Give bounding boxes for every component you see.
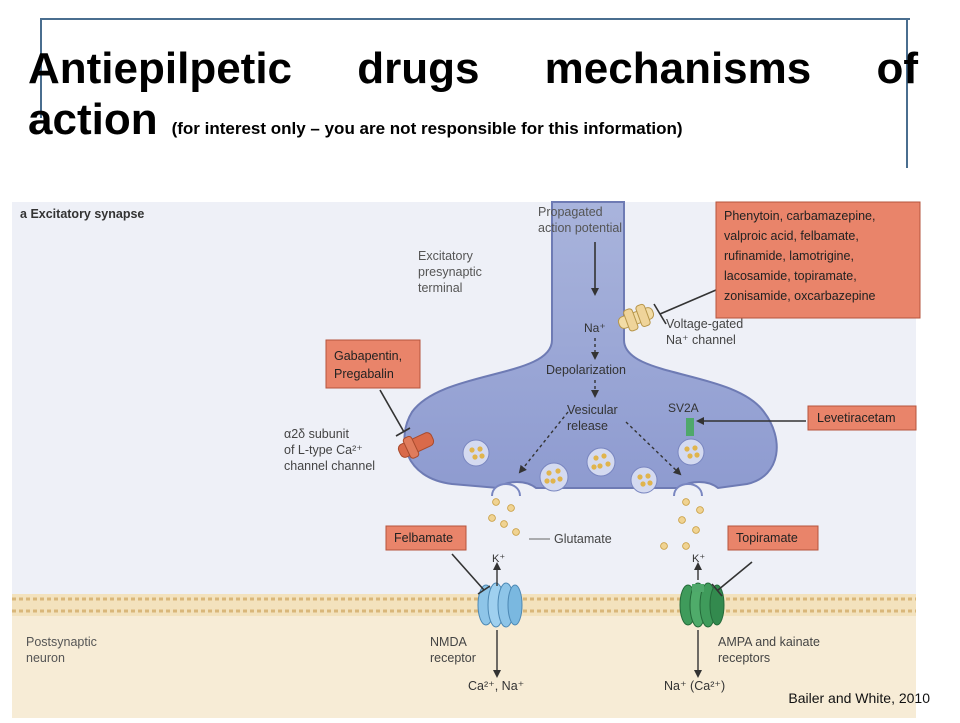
gabapentin-label: Gabapentin,Pregabalin	[334, 349, 402, 381]
title-word: mechanisms	[544, 44, 812, 93]
levetiracetam-box	[807, 405, 917, 431]
slide-title: Antiepilpetic drugs mechanisms of action…	[28, 44, 918, 155]
topiramate-label: Topiramate	[736, 531, 798, 545]
k-ion-label-left: K⁺	[492, 553, 505, 565]
vesicle	[586, 447, 616, 477]
gabapentin-box	[325, 339, 421, 389]
title-subtitle: (for interest only – you are not respons…	[171, 119, 683, 138]
sv2a-label: SV2A	[668, 401, 699, 415]
postsynaptic-cytoplasm	[12, 602, 916, 718]
sodium-blockers-label: Phenytoin, carbamazepine,valproic acid, …	[724, 209, 876, 303]
title-word: of	[876, 44, 918, 93]
glutamate-molecules	[488, 498, 704, 550]
depolarization-label: Depolarization	[546, 363, 626, 377]
vesicle	[630, 466, 658, 494]
title-word: drugs	[357, 44, 480, 93]
title-line-2: action (for interest only – you are not r…	[28, 94, 918, 155]
decorative-left-line	[40, 18, 42, 118]
nmda-receptor	[477, 582, 523, 628]
sodium-channel-blockers-box	[715, 201, 921, 319]
k-ion-label-right: K⁺	[692, 553, 705, 565]
l-type-ca-channel	[397, 432, 435, 459]
vesicle	[677, 438, 705, 466]
panel-title: a Excitatory synapse	[20, 207, 144, 221]
fusing-vesicle	[673, 483, 703, 497]
voltage-gated-na-channel	[617, 303, 655, 332]
title-word: action	[28, 95, 158, 144]
citation: Bailer and White, 2010	[788, 690, 930, 706]
vesicle	[539, 462, 569, 492]
levetiracetam-label: Levetiracetam	[817, 411, 896, 425]
vesicle	[462, 439, 490, 467]
fusing-vesicle	[491, 483, 521, 497]
title-word: Antiepilpetic	[28, 44, 293, 93]
glutamate-label: Glutamate	[554, 532, 612, 546]
postsynaptic-membrane	[12, 594, 916, 616]
release-left-arrow	[518, 411, 569, 474]
felbamate-box	[385, 525, 467, 551]
ampa-receptor	[679, 582, 725, 628]
felbamate-label: Felbamate	[394, 531, 453, 545]
inhibition-lines	[379, 289, 806, 597]
decorative-right-line	[906, 18, 908, 168]
sv2a-protein	[686, 418, 694, 436]
title-line-1: Antiepilpetic drugs mechanisms of	[28, 44, 918, 94]
release-right-arrow	[625, 421, 682, 476]
topiramate-box	[727, 525, 819, 551]
ampa-ions-label: Na⁺ (Ca²⁺)	[664, 679, 725, 693]
nmda-ions-label: Ca²⁺, Na⁺	[468, 679, 524, 693]
decorative-top-line	[40, 18, 910, 20]
na-ion-label: Na⁺	[584, 321, 606, 335]
